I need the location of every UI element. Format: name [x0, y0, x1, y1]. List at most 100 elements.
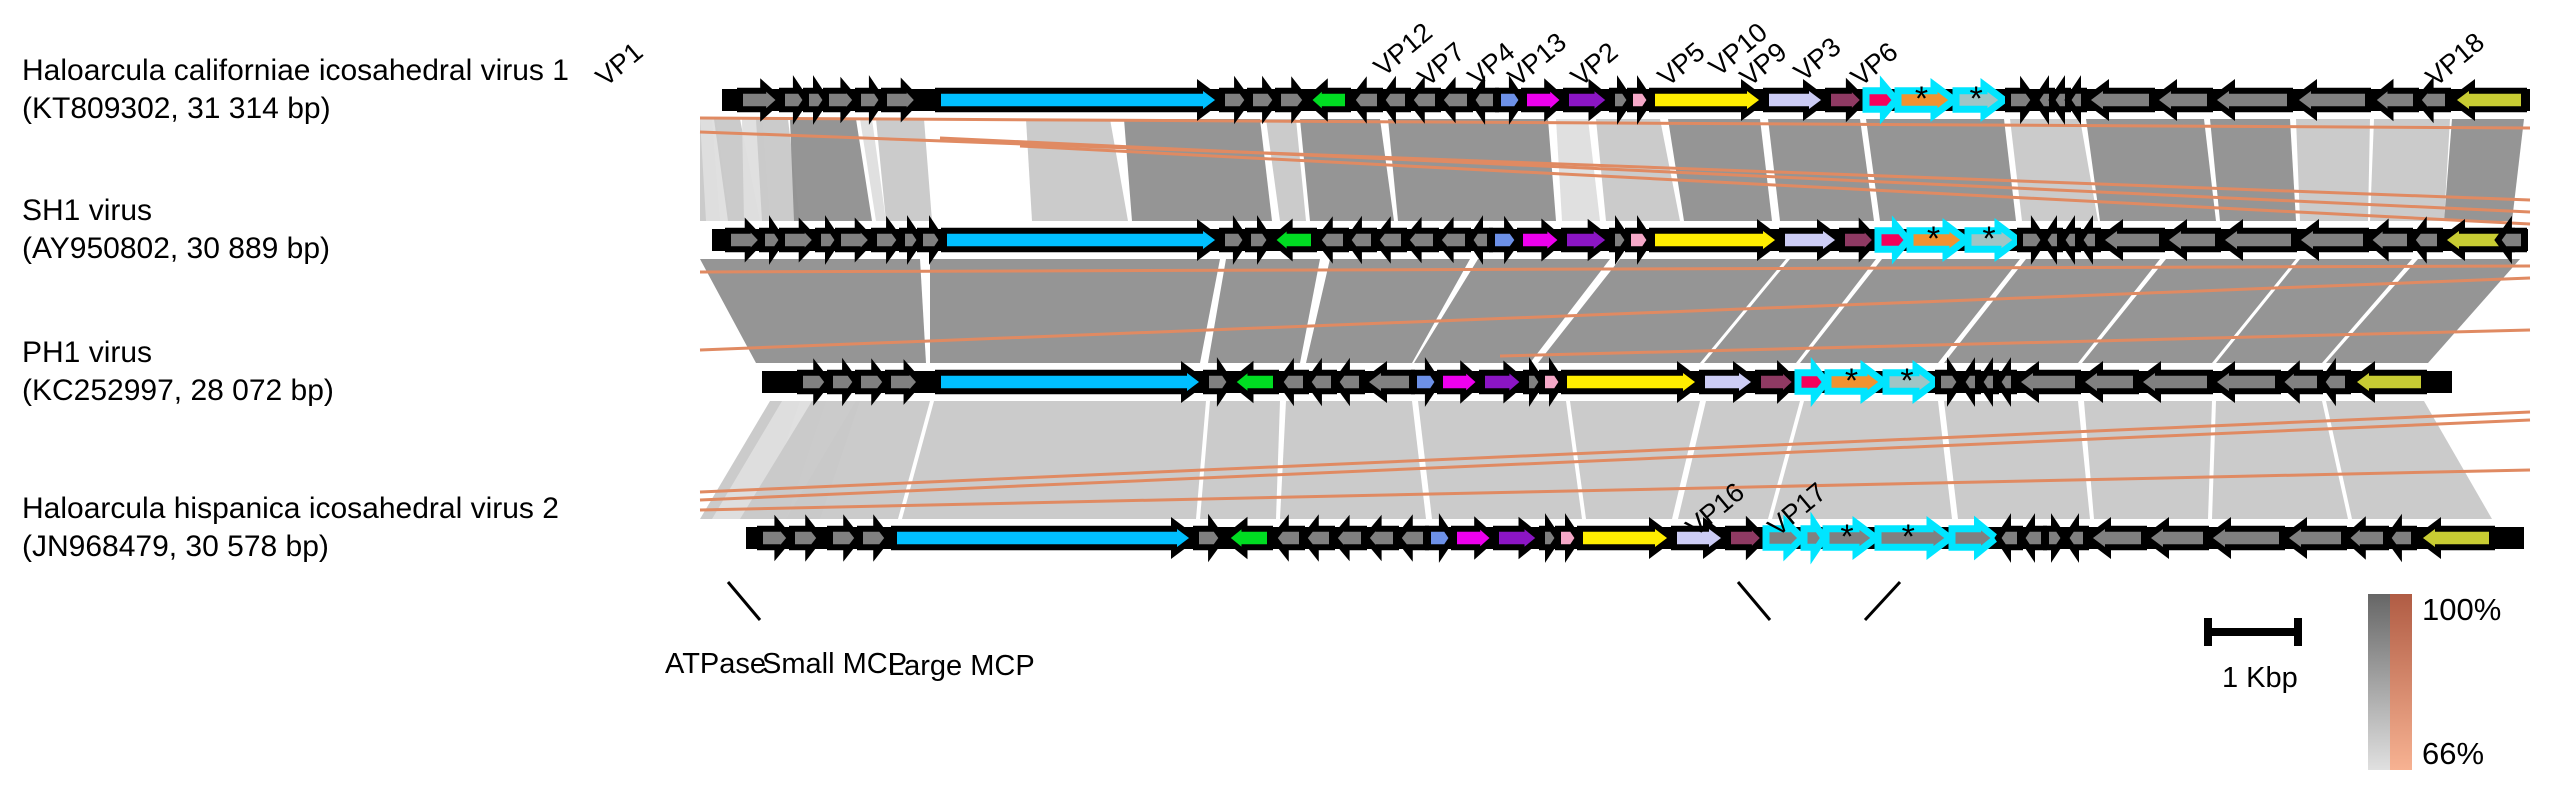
gene-arrow[interactable] [1275, 76, 1310, 124]
gene-arrow[interactable] [1394, 514, 1429, 562]
gene-arrow[interactable] [1539, 357, 1566, 407]
gene-arrow[interactable] [2083, 517, 2147, 559]
gene-arrow[interactable] [1555, 513, 1582, 563]
gene-arrow[interactable] [1725, 515, 1769, 561]
gene-arrow[interactable] [1451, 516, 1499, 560]
gene-arrow[interactable] [1976, 357, 1999, 407]
gene-arrow[interactable] [1994, 513, 2023, 563]
gene-arrow[interactable] [827, 357, 860, 407]
gene-arrow[interactable] [827, 514, 862, 562]
gene-arrow[interactable] [1994, 357, 2017, 407]
gene-arrow[interactable] [2048, 75, 2071, 125]
gene-arrow[interactable] [1495, 75, 1526, 125]
gene-arrow[interactable] [1627, 75, 1654, 125]
gene-arrow[interactable] [1348, 76, 1383, 124]
gene-arrow[interactable] [1219, 215, 1250, 265]
gene-arrow[interactable] [759, 215, 786, 265]
gene-arrow[interactable] [1221, 516, 1273, 560]
gene-arrow[interactable] [1276, 357, 1309, 407]
gene-arrow[interactable] [1523, 357, 1546, 407]
gene-arrow[interactable] [1203, 357, 1234, 407]
gene-arrow[interactable] [1699, 361, 1761, 403]
gene-arrow[interactable] [2058, 215, 2081, 265]
gene-arrow[interactable] [1359, 361, 1415, 403]
gene-arrow[interactable] [1219, 75, 1252, 125]
gene-arrow[interactable] [891, 517, 1199, 559]
gene-arrow[interactable] [1437, 360, 1485, 404]
gene-arrow[interactable] [1303, 78, 1351, 122]
gene-arrow[interactable] [2076, 215, 2101, 265]
gene-arrow[interactable] [2494, 215, 2527, 265]
gene-arrow[interactable] [1825, 77, 1869, 123]
gene-arrow[interactable] [1245, 215, 1274, 265]
gene-arrow[interactable] [797, 358, 832, 406]
gene-arrow[interactable] [1479, 360, 1529, 404]
gene-arrow[interactable] [885, 359, 925, 405]
gene-arrow[interactable] [2207, 79, 2293, 121]
gene-arrow[interactable] [1561, 361, 1705, 403]
gene-arrow[interactable] [803, 75, 830, 125]
gene-arrow[interactable] [2032, 75, 2055, 125]
gene-arrow[interactable] [1958, 357, 1981, 407]
gene-arrow[interactable] [935, 79, 1225, 121]
gene-arrow[interactable] [1800, 511, 1829, 565]
gene-arrow[interactable] [1762, 514, 1807, 562]
gene-arrow[interactable] [1649, 79, 1769, 121]
gene-arrow[interactable] [1267, 218, 1317, 262]
gene-arrow[interactable] [1330, 514, 1367, 562]
gene-arrow[interactable] [1468, 75, 1499, 125]
gene-arrow[interactable] [1894, 78, 1960, 122]
gene-arrow[interactable] [1755, 360, 1801, 404]
gene-arrow[interactable] [1493, 516, 1545, 560]
gene-arrow[interactable] [1411, 357, 1442, 407]
gene-arrow[interactable] [1362, 514, 1399, 562]
gene-arrow[interactable] [2275, 360, 2323, 404]
gene-arrow[interactable] [1671, 517, 1731, 559]
gene-arrow[interactable] [857, 514, 892, 562]
gene-arrow[interactable] [1794, 356, 1831, 408]
gene-arrow[interactable] [2447, 79, 2527, 121]
gene-arrow[interactable] [2040, 215, 2063, 265]
gene-arrow[interactable] [823, 76, 860, 124]
gene-arrow[interactable] [2363, 218, 2413, 262]
gene-arrow[interactable] [1489, 215, 1522, 265]
gene-arrow[interactable] [1882, 360, 1942, 404]
gene-arrow[interactable] [2408, 216, 2443, 264]
gene-arrow[interactable] [2133, 361, 2213, 403]
gene-arrow[interactable] [1906, 218, 1972, 262]
gene-arrow[interactable] [835, 217, 877, 263]
gene-arrow[interactable] [1314, 216, 1349, 264]
gene-arrow[interactable] [1862, 75, 1901, 125]
gene-arrow[interactable] [2289, 79, 2371, 121]
gene-arrow[interactable] [1300, 514, 1335, 562]
gene-arrow[interactable] [757, 514, 794, 562]
gene-arrow[interactable] [2159, 219, 2221, 261]
gene-arrow[interactable] [2215, 219, 2297, 261]
gene-arrow[interactable] [1824, 360, 1890, 404]
gene-arrow[interactable] [899, 215, 924, 265]
gene-arrow[interactable] [2384, 513, 2417, 563]
gene-arrow[interactable] [1304, 357, 1337, 407]
gene-arrow[interactable] [935, 361, 1209, 403]
gene-arrow[interactable] [1270, 514, 1305, 562]
gene-arrow[interactable] [1577, 517, 1677, 559]
gene-arrow[interactable] [2341, 516, 2389, 560]
gene-arrow[interactable] [1874, 516, 1956, 560]
gene-arrow[interactable] [2207, 361, 2281, 403]
gene-arrow[interactable] [2005, 75, 2038, 125]
gene-arrow[interactable] [1378, 75, 1411, 125]
gene-arrow[interactable] [1874, 215, 1913, 265]
gene-arrow[interactable] [1964, 218, 2024, 262]
gene-arrow[interactable] [1332, 357, 1365, 407]
gene-arrow[interactable] [1563, 78, 1615, 122]
gene-arrow[interactable] [1436, 76, 1473, 124]
gene-arrow[interactable] [2318, 357, 2351, 407]
gene-arrow[interactable] [855, 75, 886, 125]
gene-arrow[interactable] [1609, 215, 1632, 265]
gene-arrow[interactable] [2043, 513, 2068, 563]
gene-arrow[interactable] [2347, 361, 2427, 403]
gene-arrow[interactable] [881, 77, 923, 123]
gene-arrow[interactable] [1517, 218, 1567, 262]
gene-arrow[interactable] [941, 219, 1225, 261]
gene-arrow[interactable] [1539, 513, 1562, 563]
